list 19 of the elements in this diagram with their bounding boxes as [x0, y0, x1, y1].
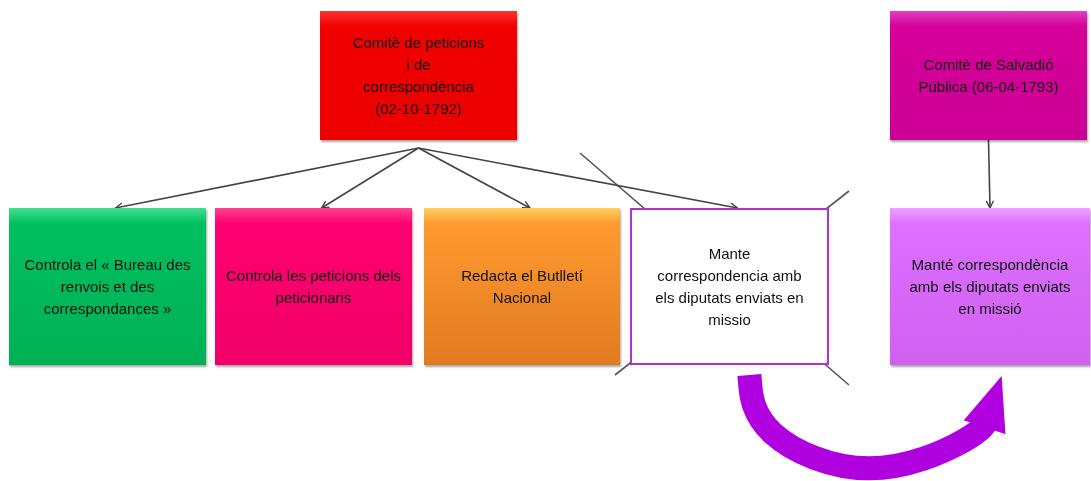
box-text: Controla el « Bureau des renvois et des correspondances » — [23, 254, 192, 319]
process-box — [9, 208, 206, 365]
process-box — [890, 208, 1090, 365]
arrow — [417, 147, 739, 211]
box-text: Comitè de peticions i de correspondència (02-10-1792) — [351, 32, 486, 119]
box-text: Mante correspondencia amb els diputats enviats en missio — [654, 243, 805, 330]
process-box — [215, 208, 412, 365]
box-text: Controla les peticions dels peticionaris — [225, 265, 402, 308]
arrow — [114, 147, 420, 211]
box-text: Manté correspondència amb els diputats enviats en missió — [908, 254, 1072, 319]
process-box — [890, 11, 1087, 140]
crossed-out-box — [630, 208, 829, 365]
box-text: Comitè de Salvadió Pública (06-04-1793) — [917, 54, 1060, 97]
arrow — [417, 147, 531, 209]
arrow — [985, 139, 995, 209]
arrow — [320, 147, 420, 209]
process-box — [320, 11, 517, 140]
box-text: Redacta el Butlletí Nacional — [460, 265, 584, 308]
process-box — [424, 208, 620, 365]
